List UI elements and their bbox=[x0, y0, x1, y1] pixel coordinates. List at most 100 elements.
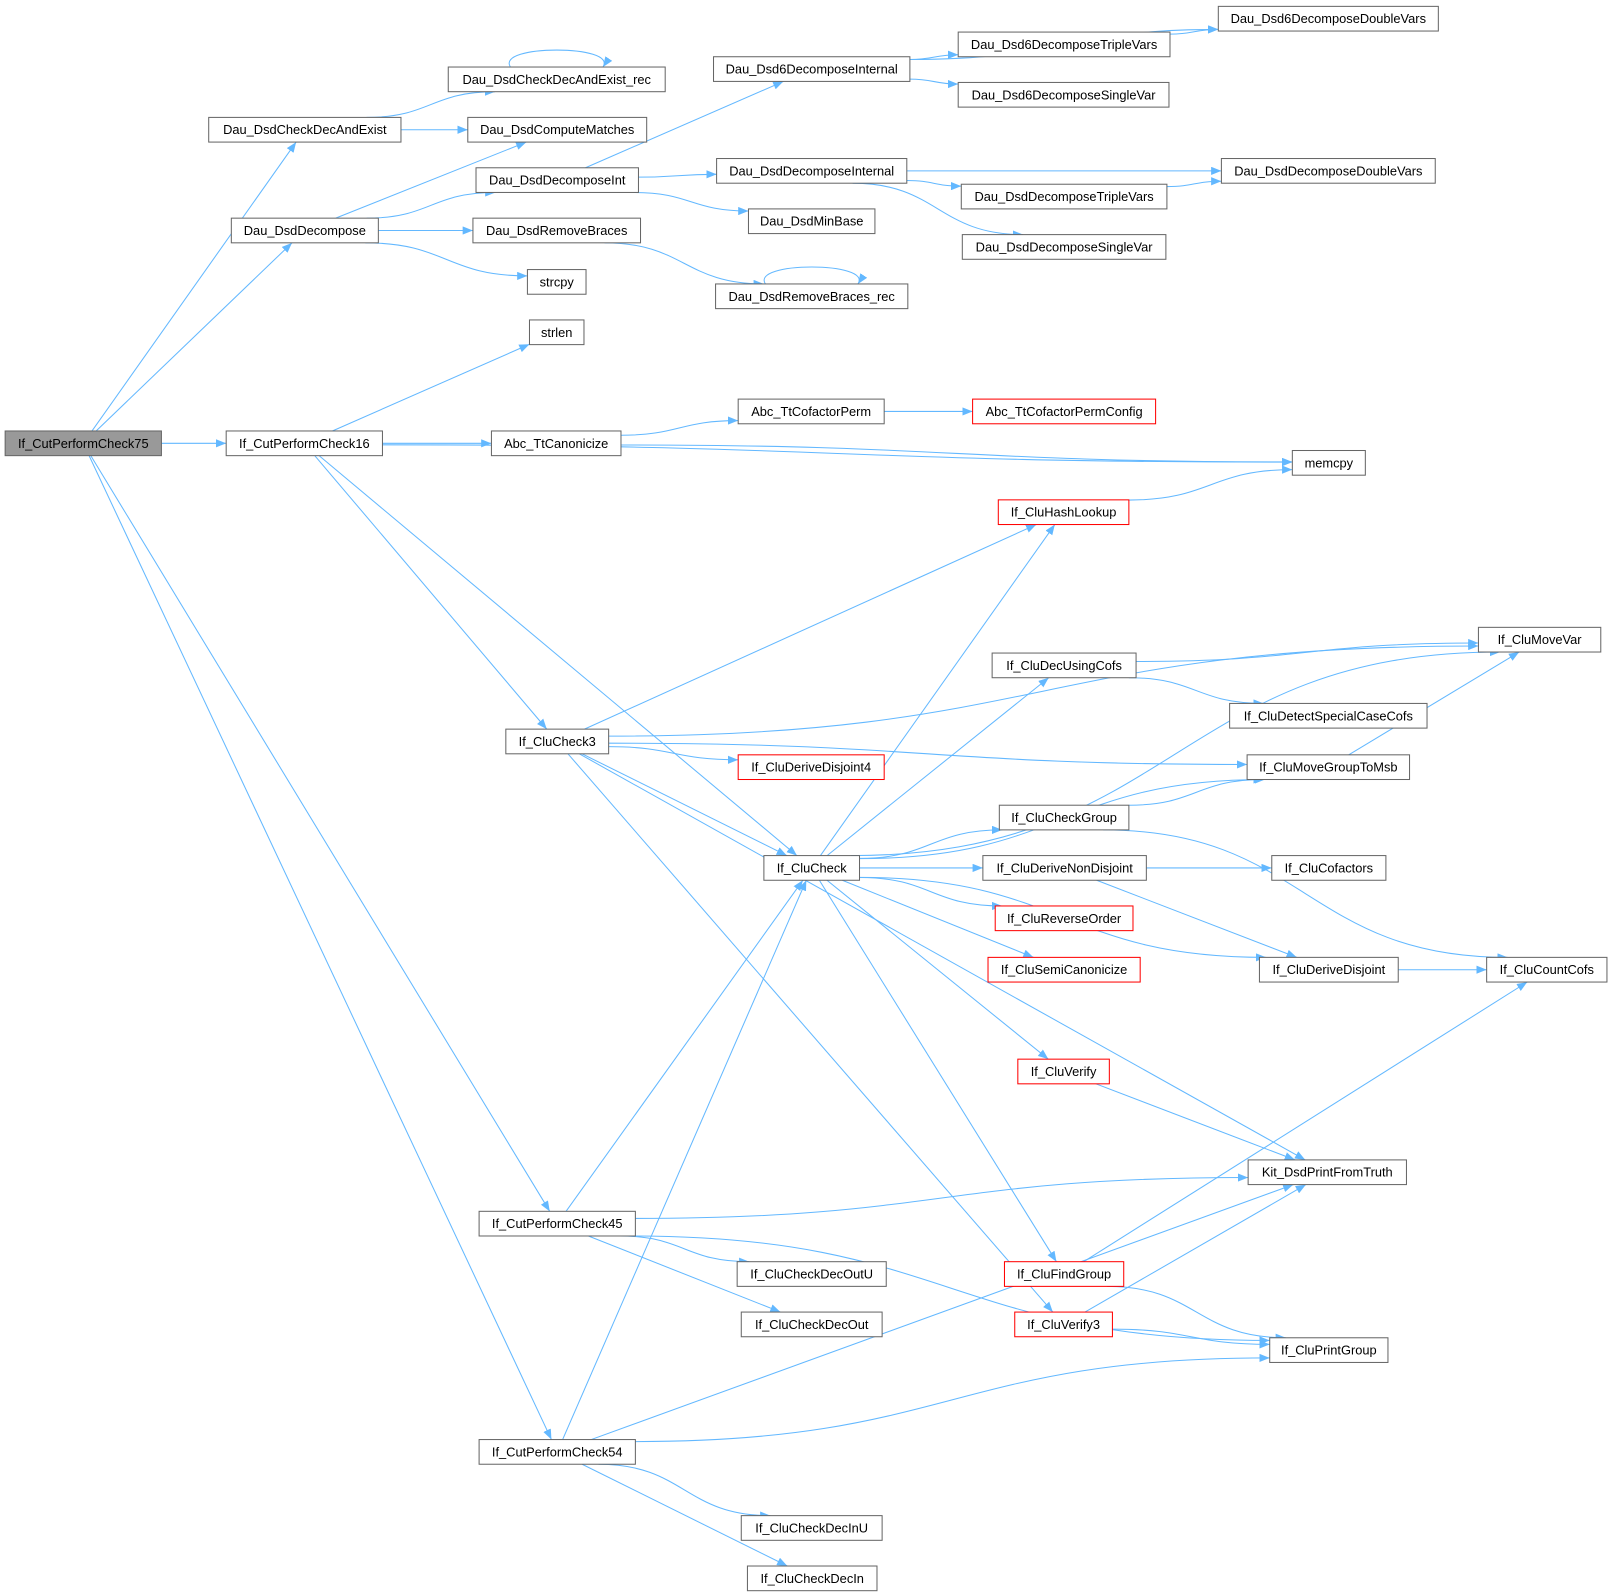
node-box bbox=[961, 234, 1167, 260]
node-label: If_CutPerformCheck16 bbox=[239, 436, 370, 451]
edge-ddint-to-ddt bbox=[906, 180, 962, 191]
edge-ttc-to-memcpy bbox=[620, 444, 1293, 467]
node-strcpy[interactable]: strcpy bbox=[526, 269, 587, 295]
node-label: If_CutPerformCheck45 bbox=[492, 1216, 623, 1231]
edge-n75-to-n45 bbox=[90, 455, 551, 1212]
node-dau-dsddecomposetriplevars[interactable]: Dau_DsdDecomposeTripleVars bbox=[960, 183, 1168, 210]
node-box bbox=[467, 116, 648, 143]
node-box bbox=[475, 167, 639, 193]
node-box bbox=[747, 208, 876, 235]
node-label: If_CluDeriveNonDisjoint bbox=[996, 860, 1133, 875]
node-dau-dsdcheckdecandexist[interactable]: Dau_DsdCheckDecAndExist bbox=[208, 116, 402, 143]
node-if-cluderivedisjoint[interactable]: If_CluDeriveDisjoint bbox=[1258, 956, 1399, 983]
node-box bbox=[1246, 754, 1411, 781]
node-box bbox=[472, 217, 642, 244]
edge-n16-to-strlen bbox=[332, 343, 530, 432]
node-if-clucheckdecin[interactable]: If_CluCheckDecIn bbox=[746, 1565, 878, 1592]
edge-dd-to-strcpy bbox=[365, 242, 528, 281]
node-label: Dau_DsdDecomposeInt bbox=[489, 173, 626, 188]
edge-n54-to-pg bbox=[635, 1353, 1270, 1443]
node-if-clucheckdecoutu[interactable]: If_CluCheckDecOutU bbox=[736, 1261, 887, 1287]
node-dau-dsdminbase[interactable]: Dau_DsdMinBase bbox=[747, 208, 876, 235]
node-dau-dsdremovebraces-rec[interactable]: Dau_DsdRemoveBraces_rec bbox=[715, 283, 909, 310]
node-if-clumovevar[interactable]: If_CluMoveVar bbox=[1477, 626, 1602, 653]
node-abc-ttcanonicize[interactable]: Abc_TtCanonicize bbox=[490, 430, 622, 457]
edge-cc3-to-hash bbox=[584, 524, 1037, 730]
node-if-clucountcofs[interactable]: If_CluCountCofs bbox=[1486, 956, 1608, 983]
edge-cc-to-hash bbox=[820, 524, 1056, 856]
node-if-cluderivedisjoint4[interactable]: If_CluDeriveDisjoint4 bbox=[737, 754, 885, 781]
node-if-clumovegrouptomsb[interactable]: If_CluMoveGroupToMsb bbox=[1246, 754, 1411, 781]
node-box bbox=[230, 217, 379, 244]
node-box bbox=[1014, 1311, 1113, 1338]
node-dau-dsddecomposeinternal[interactable]: Dau_DsdDecomposeInternal bbox=[716, 158, 908, 184]
node-memcpy[interactable]: memcpy bbox=[1291, 449, 1366, 476]
edge-ver3-to-kit bbox=[1084, 1184, 1307, 1313]
edge-fg-to-ccof bbox=[1083, 981, 1528, 1263]
node-box bbox=[957, 81, 1170, 108]
node-if-cluverify[interactable]: If_CluVerify bbox=[1017, 1058, 1110, 1085]
node-if-clucheckdecout[interactable]: If_CluCheckDecOut bbox=[740, 1311, 883, 1338]
node-label: Dau_Dsd6DecomposeDoubleVars bbox=[1231, 11, 1426, 26]
node-if-cludecusingcofs[interactable]: If_CluDecUsingCofs bbox=[991, 652, 1137, 679]
node-if-cluprintgroup[interactable]: If_CluPrintGroup bbox=[1269, 1337, 1389, 1363]
node-label: If_CutPerformCheck75 bbox=[18, 436, 149, 451]
node-box bbox=[1229, 702, 1428, 729]
edge-ddi-to-mb bbox=[633, 191, 749, 216]
node-label: Dau_DsdDecomposeTripleVars bbox=[975, 189, 1154, 204]
node-box bbox=[1269, 1337, 1389, 1363]
node-dau-dsd6decomposesinglevar[interactable]: Dau_Dsd6DecomposeSingleVar bbox=[957, 81, 1170, 108]
node-strlen[interactable]: strlen bbox=[528, 319, 585, 346]
node-if-clucheckgroup[interactable]: If_CluCheckGroup bbox=[998, 804, 1130, 831]
node-if-clucheckdecinu[interactable]: If_CluCheckDecInU bbox=[740, 1515, 883, 1541]
node-if-cluderivenondisjoint[interactable]: If_CluDeriveNonDisjoint bbox=[982, 855, 1147, 881]
edge-ddt-to-ddd bbox=[1166, 177, 1222, 188]
node-box bbox=[1003, 1261, 1125, 1287]
node-if-cluverify3[interactable]: If_CluVerify3 bbox=[1014, 1311, 1113, 1338]
node-label: If_CluVerify3 bbox=[1027, 1317, 1100, 1332]
node-if-clucofactors[interactable]: If_CluCofactors bbox=[1271, 855, 1387, 881]
node-if-clufindgroup[interactable]: If_CluFindGroup bbox=[1003, 1261, 1125, 1287]
node-box bbox=[225, 430, 383, 457]
node-dau-dsddecomposedoublevars[interactable]: Dau_DsdDecomposeDoubleVars bbox=[1220, 158, 1436, 184]
node-dau-dsd6decomposedoublevars[interactable]: Dau_Dsd6DecomposeDoubleVars bbox=[1217, 5, 1439, 32]
node-if-clucheck[interactable]: If_CluCheck bbox=[763, 855, 861, 881]
nodes-layer: If_CutPerformCheck75 Dau_DsdCheckDecAndEx… bbox=[4, 5, 1608, 1592]
node-dau-dsddecomposesinglevar[interactable]: Dau_DsdDecomposeSingleVar bbox=[961, 234, 1167, 260]
edge-n45-to-cdou bbox=[619, 1235, 750, 1266]
node-abc-ttcofactorpermconfig[interactable]: Abc_TtCofactorPermConfig bbox=[972, 398, 1157, 425]
edge-cc-to-mv bbox=[851, 647, 1501, 857]
node-if-cludetectspecialcasecofs[interactable]: If_CluDetectSpecialCaseCofs bbox=[1229, 702, 1428, 729]
node-box bbox=[715, 283, 909, 310]
node-label: Dau_Dsd6DecomposeTripleVars bbox=[971, 37, 1157, 52]
node-label: If_CluReverseOrder bbox=[1007, 911, 1122, 926]
node-dau-dsdcheckdecandexist-rec[interactable]: Dau_DsdCheckDecAndExist_rec bbox=[447, 66, 666, 93]
node-if-cutperformcheck54[interactable]: If_CutPerformCheck54 bbox=[478, 1439, 636, 1465]
node-if-clureverseorder[interactable]: If_CluReverseOrder bbox=[994, 905, 1134, 932]
node-label: Dau_DsdCheckDecAndExist_rec bbox=[462, 72, 651, 87]
node-if-cutperformcheck16[interactable]: If_CutPerformCheck16 bbox=[225, 430, 383, 457]
node-box bbox=[972, 398, 1157, 425]
node-dau-dsdremovebraces[interactable]: Dau_DsdRemoveBraces bbox=[472, 217, 642, 244]
node-label: If_CluCheck3 bbox=[519, 734, 596, 749]
edge-cc3-to-kit bbox=[579, 753, 1306, 1161]
node-kit-dsdprintfromtruth[interactable]: Kit_DsdPrintFromTruth bbox=[1247, 1159, 1407, 1186]
node-if-clucheck3[interactable]: If_CluCheck3 bbox=[505, 728, 610, 755]
edge-n75-to-cde bbox=[91, 141, 297, 432]
node-abc-ttcofactorperm[interactable]: Abc_TtCofactorPerm bbox=[737, 398, 885, 425]
node-if-cutperformcheck75[interactable]: If_CutPerformCheck75 bbox=[4, 430, 162, 457]
node-dau-dsd6decomposetriplevars[interactable]: Dau_Dsd6DecomposeTripleVars bbox=[957, 31, 1171, 58]
node-dau-dsdcomputematches[interactable]: Dau_DsdComputeMatches bbox=[467, 116, 648, 143]
node-box bbox=[712, 56, 911, 82]
node-dau-dsddecomposeint[interactable]: Dau_DsdDecomposeInt bbox=[475, 167, 639, 193]
node-label: memcpy bbox=[1305, 455, 1354, 470]
node-label: Dau_DsdComputeMatches bbox=[480, 122, 634, 137]
node-if-clusemicanonicize[interactable]: If_CluSemiCanonicize bbox=[987, 956, 1141, 983]
node-if-cutperformcheck45[interactable]: If_CutPerformCheck45 bbox=[478, 1210, 636, 1237]
node-label: Dau_Dsd6DecomposeSingleVar bbox=[972, 87, 1157, 102]
node-dau-dsddecompose[interactable]: Dau_DsdDecompose bbox=[230, 217, 379, 244]
node-if-cluhashlookup[interactable]: If_CluHashLookup bbox=[997, 499, 1130, 526]
node-box bbox=[478, 1210, 636, 1237]
node-dau-dsd6decomposeinternal[interactable]: Dau_Dsd6DecomposeInternal bbox=[712, 56, 911, 82]
node-box bbox=[736, 1261, 887, 1287]
